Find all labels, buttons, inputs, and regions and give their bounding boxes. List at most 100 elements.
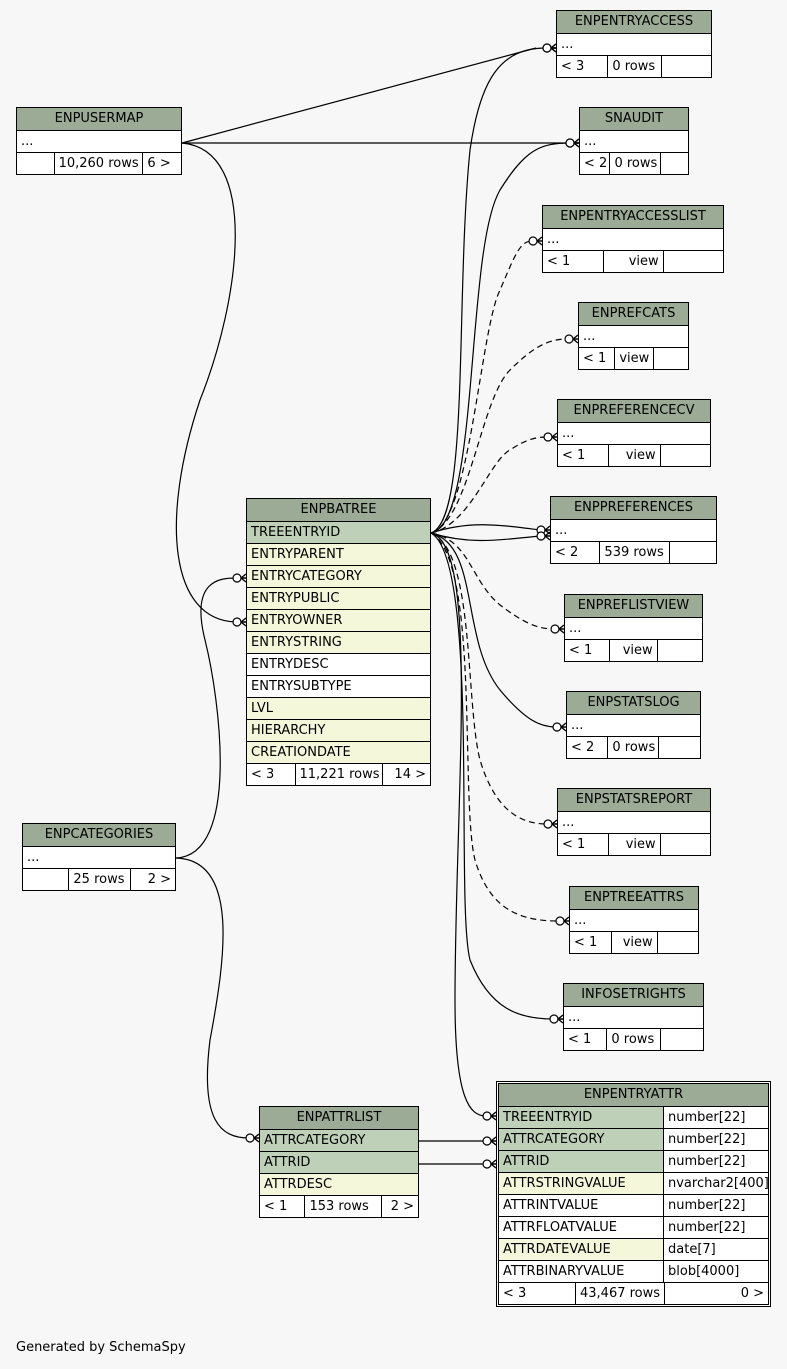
columns-collapsed[interactable]: ... — [543, 229, 723, 251]
parent-count[interactable]: < 1 — [565, 640, 611, 661]
table-header[interactable]: ENPENTRYATTR — [499, 1084, 768, 1107]
column-row[interactable]: ENTRYOWNER — [247, 610, 430, 632]
table-header[interactable]: ENPUSERMAP — [17, 108, 181, 131]
child-count[interactable]: 6 > — [147, 156, 171, 171]
child-count[interactable] — [661, 153, 688, 174]
parent-count[interactable]: < 2 — [580, 153, 611, 174]
column-row[interactable]: ENTRYPUBLIC — [247, 588, 430, 610]
columns-collapsed[interactable]: ... — [565, 618, 702, 640]
columns-collapsed[interactable]: ... — [557, 34, 711, 56]
column-row[interactable]: TREEENTRYID — [247, 522, 430, 544]
child-count[interactable] — [664, 251, 723, 272]
table-header[interactable]: ENPENTRYACCESSLIST — [543, 206, 723, 229]
columns-collapsed[interactable]: ... — [558, 812, 710, 834]
parent-count[interactable]: < 1 — [564, 1029, 608, 1050]
parent-count[interactable]: < 1 — [260, 1196, 306, 1217]
parent-count[interactable] — [17, 153, 55, 174]
parent-count[interactable]: < 1 — [543, 251, 605, 272]
columns-collapsed[interactable]: ... — [558, 423, 710, 445]
child-count[interactable]: 14 > — [394, 767, 426, 782]
table-header[interactable]: INFOSETRIGHTS — [564, 984, 703, 1007]
parent-count[interactable]: < 2 — [567, 737, 609, 758]
columns-collapsed[interactable]: ... — [567, 715, 700, 737]
parent-count[interactable]: < 1 — [570, 932, 613, 953]
child-count[interactable] — [658, 932, 698, 953]
parent-count[interactable]: < 3 — [247, 764, 296, 785]
child-count[interactable] — [659, 737, 700, 758]
child-count[interactable]: 2 > — [147, 872, 171, 887]
column-row[interactable]: LVL — [247, 698, 430, 720]
child-count[interactable] — [661, 834, 710, 855]
child-count[interactable]: 0 > — [740, 1286, 764, 1301]
column-row[interactable]: CREATIONDATE — [247, 742, 430, 764]
child-count[interactable] — [661, 445, 710, 466]
column-row[interactable]: ENTRYSTRING — [247, 632, 430, 654]
columns-collapsed[interactable]: ... — [17, 131, 181, 153]
parent-count[interactable]: < 2 — [551, 542, 601, 563]
table-header[interactable]: ENPSTATSREPORT — [558, 789, 710, 812]
child-count[interactable] — [658, 640, 702, 661]
table-header[interactable]: ENPSTATSLOG — [567, 692, 700, 715]
table-header[interactable]: ENPENTRYACCESS — [557, 11, 711, 34]
column-row[interactable]: ATTRCATEGORY — [260, 1130, 418, 1152]
child-count[interactable]: 2 > — [390, 1199, 414, 1214]
parent-count[interactable] — [23, 869, 70, 890]
table-header[interactable]: ENPBATREE — [247, 499, 430, 522]
columns-collapsed[interactable]: ... — [551, 520, 716, 542]
column-row[interactable]: HIERARCHY — [247, 720, 430, 742]
child-count[interactable] — [661, 1029, 703, 1050]
column-row[interactable]: ATTRDESC — [260, 1174, 418, 1196]
table-header[interactable]: ENPTREEATTRS — [570, 887, 698, 910]
parent-count[interactable]: < 1 — [579, 348, 616, 369]
column-row[interactable]: ENTRYCATEGORY — [247, 566, 430, 588]
columns-collapsed[interactable]: ... — [564, 1007, 703, 1029]
columns-collapsed[interactable]: ... — [570, 910, 698, 932]
column-row[interactable]: ENTRYPARENT — [247, 544, 430, 566]
table-header[interactable]: SNAUDIT — [580, 108, 688, 131]
parent-count[interactable]: < 3 — [557, 56, 609, 77]
table-header[interactable]: ENPATTRLIST — [260, 1107, 418, 1130]
column-row[interactable]: ATTRID — [260, 1152, 418, 1174]
table-header[interactable]: ENPREFERENCECV — [558, 400, 710, 423]
table-header[interactable]: ENPREFCATS — [579, 303, 688, 326]
table-header[interactable]: ENPREFLISTVIEW — [565, 595, 702, 618]
child-count[interactable] — [654, 348, 688, 369]
table-header[interactable]: ENPPREFERENCES — [551, 497, 716, 520]
columns-collapsed[interactable]: ... — [579, 326, 688, 348]
child-count[interactable] — [662, 56, 711, 77]
child-count[interactable] — [670, 542, 716, 563]
table-header[interactable]: ENPCATEGORIES — [23, 824, 175, 847]
parent-count[interactable]: < 1 — [558, 445, 610, 466]
columns-collapsed[interactable]: ... — [23, 847, 175, 869]
columns-collapsed[interactable]: ... — [580, 131, 688, 153]
column-row[interactable]: ENTRYDESC — [247, 654, 430, 676]
parent-count[interactable]: < 3 — [499, 1283, 576, 1304]
parent-count[interactable]: < 1 — [558, 834, 610, 855]
column-row[interactable]: ENTRYSUBTYPE — [247, 676, 430, 698]
